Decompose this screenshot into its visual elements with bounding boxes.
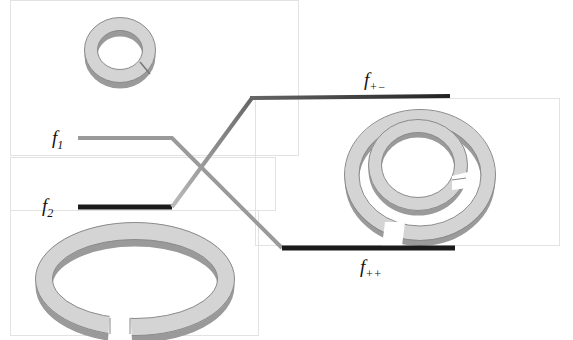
large-ring <box>36 223 235 340</box>
frequency-label: f2 <box>40 195 55 220</box>
frequency-label: f+− <box>362 69 387 94</box>
panel-frames <box>11 1 560 336</box>
symbol: f <box>52 127 57 148</box>
symbol: f <box>42 195 47 216</box>
frequency-label: f++ <box>358 256 383 281</box>
symbol: f <box>364 69 369 90</box>
subscript: 1 <box>57 138 63 152</box>
subscript: 2 <box>47 206 53 220</box>
symbol: f <box>360 256 365 277</box>
frequency-label: f1 <box>50 127 65 152</box>
subscript: ++ <box>365 267 381 281</box>
energy-levels <box>78 96 455 248</box>
subscript: +− <box>369 80 385 94</box>
double-ring <box>345 110 496 247</box>
small-ring <box>85 18 156 83</box>
